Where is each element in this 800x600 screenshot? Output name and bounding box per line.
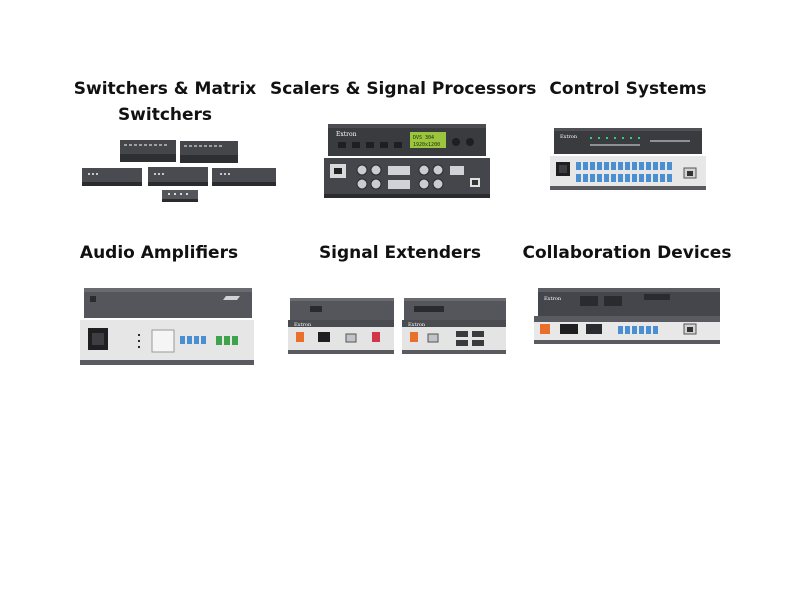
lcd-line1: DVS 304 <box>413 135 434 141</box>
category-title: Signal Extenders <box>318 243 482 263</box>
category-scalers[interactable]: Scalers & Signal Processors Extron DVS 3… <box>270 76 537 206</box>
category-switchers[interactable]: Switchers & Matrix Switchers <box>70 76 276 206</box>
brand-label: Extron <box>544 296 562 302</box>
lcd-line2: 1920x1200 <box>413 142 440 148</box>
category-title: Collaboration Devices <box>522 243 732 263</box>
category-title-line2: Switchers <box>117 105 213 125</box>
category-amplifiers[interactable]: Audio Amplifiers <box>72 240 254 370</box>
signal-extender-photo: Extron Extron <box>288 296 508 358</box>
brand-label: Extron <box>408 322 426 328</box>
category-title: Audio Amplifiers <box>79 243 239 263</box>
collaboration-device-photo: Extron <box>534 286 724 352</box>
brand-label: Extron <box>560 134 578 140</box>
category-control[interactable]: Control Systems Extron <box>540 76 716 206</box>
category-collaboration[interactable]: Collaboration Devices Extron <box>522 240 732 370</box>
switcher-products-photo <box>82 140 278 202</box>
category-title: Scalers & Signal Processors <box>270 79 537 99</box>
control-system-photo: Extron <box>550 128 706 192</box>
lcd-display <box>410 132 446 148</box>
category-title: Switchers & Matrix Switchers <box>70 76 260 128</box>
category-extenders[interactable]: Signal Extenders Extron Extron <box>288 240 512 370</box>
category-title-line1: Switchers & Matrix <box>73 79 257 99</box>
audio-amplifier-photo <box>80 286 256 368</box>
category-title: Control Systems <box>549 79 707 99</box>
scaler-product-photo: Extron DVS 304 1920x1200 <box>324 122 492 202</box>
brand-label: Extron <box>336 131 357 138</box>
brand-label: Extron <box>294 322 312 328</box>
